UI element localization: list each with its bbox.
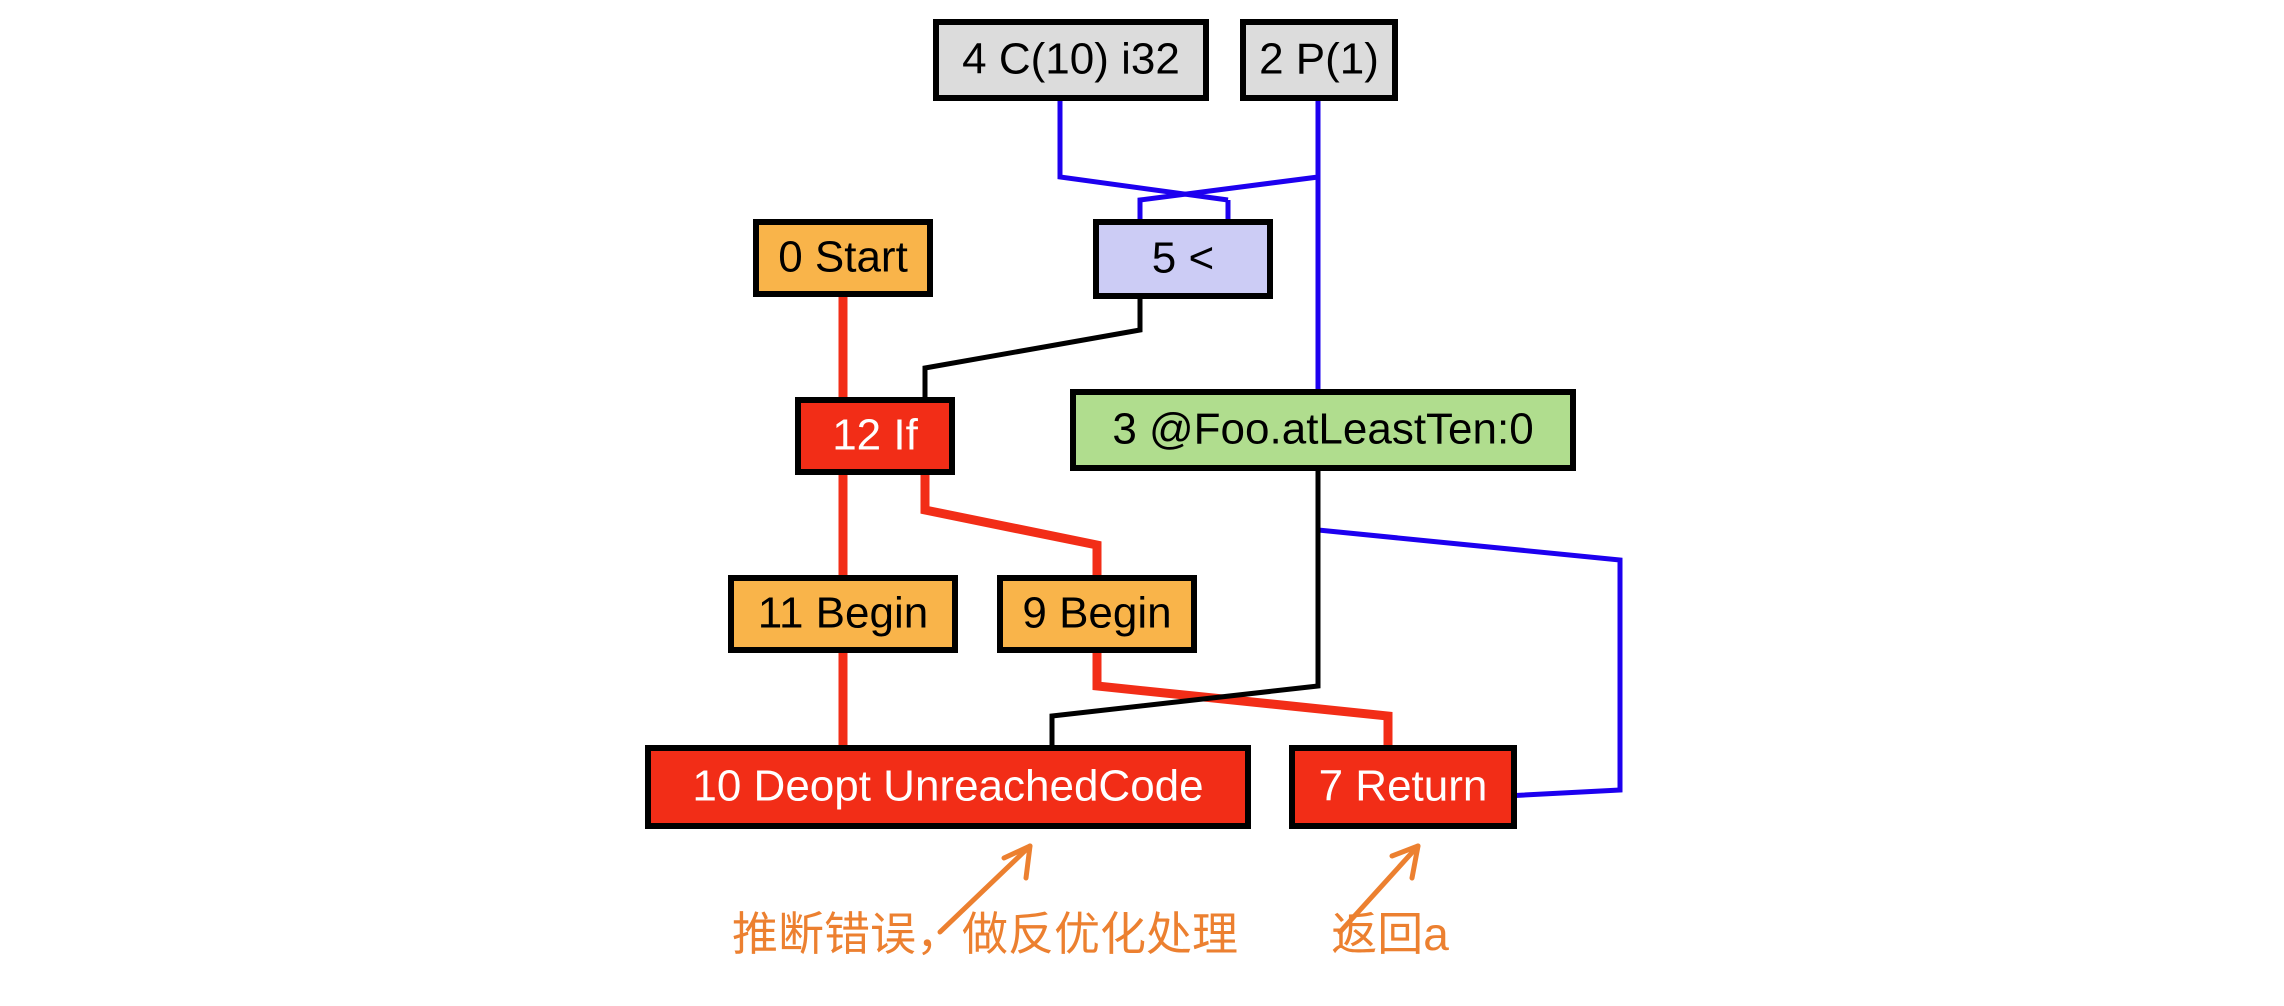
- annot-return-label: 返回a: [1331, 908, 1449, 960]
- annotations-layer: 推断错误，做反优化处理 返回a: [732, 843, 1449, 960]
- annot-deopt-label: 推断错误，做反优化处理: [732, 908, 1238, 960]
- node-n5-label: 5 <: [1152, 234, 1214, 283]
- node-n0[interactable]: 0 Start: [753, 219, 933, 297]
- nodes-layer: 4 C(10) i32 2 P(1) 0 Start 5 < 12 If 3 @Foo.a…: [645, 19, 1576, 829]
- annot-return-arrow-shaft: [1337, 843, 1421, 935]
- node-n11-box: [728, 575, 958, 653]
- node-n11-label: 11 Begin: [758, 589, 928, 638]
- node-n3-label: 3 @Foo.atLeastTen:0: [1112, 405, 1533, 454]
- annot-deopt: 推断错误，做反优化处理: [732, 843, 1238, 960]
- annot-return-arrow-head-icon: [1389, 843, 1421, 881]
- node-n10[interactable]: 10 Deopt UnreachedCode: [645, 745, 1251, 829]
- edge-e-9-to-7: [1092, 650, 1393, 748]
- node-n2[interactable]: 2 P(1): [1240, 19, 1398, 101]
- node-n11[interactable]: 11 Begin: [728, 575, 958, 653]
- node-n12-label: 12 If: [832, 411, 918, 460]
- node-n4-label: 4 C(10) i32: [962, 35, 1180, 84]
- node-n10-label: 10 Deopt UnreachedCode: [692, 762, 1203, 811]
- node-n10-box: [645, 745, 1251, 829]
- node-n7[interactable]: 7 Return: [1289, 745, 1517, 829]
- node-n9-box: [997, 575, 1197, 653]
- annot-deopt-arrow-head-icon: [1001, 843, 1033, 881]
- node-n5-box: [1093, 219, 1273, 299]
- node-n3-box: [1070, 389, 1576, 471]
- node-n4-box: [933, 19, 1209, 101]
- node-n5[interactable]: 5 <: [1093, 219, 1273, 299]
- node-n9[interactable]: 9 Begin: [997, 575, 1197, 653]
- node-n0-box: [753, 219, 933, 297]
- node-n7-label: 7 Return: [1319, 762, 1488, 811]
- node-n12[interactable]: 12 If: [795, 397, 955, 475]
- node-n2-label: 2 P(1): [1259, 35, 1379, 84]
- node-n12-box: [795, 397, 955, 475]
- node-n4[interactable]: 4 C(10) i32: [933, 19, 1209, 101]
- edge-e-cmp-to-if: [922, 296, 1143, 400]
- annot-deopt-arrow-shaft: [937, 843, 1033, 935]
- node-n9-label: 9 Begin: [1022, 589, 1171, 638]
- node-n2-box: [1240, 19, 1398, 101]
- node-n7-box: [1289, 745, 1517, 829]
- edge-e-c10-to-cmp: [1057, 98, 1229, 203]
- annot-return: 返回a: [1331, 843, 1449, 960]
- node-n0-label: 0 Start: [778, 233, 908, 282]
- node-n3[interactable]: 3 @Foo.atLeastTen:0: [1070, 389, 1576, 471]
- edge-e-if-to-9: [920, 472, 1102, 578]
- edge-e-3-to-10: [1049, 468, 1321, 748]
